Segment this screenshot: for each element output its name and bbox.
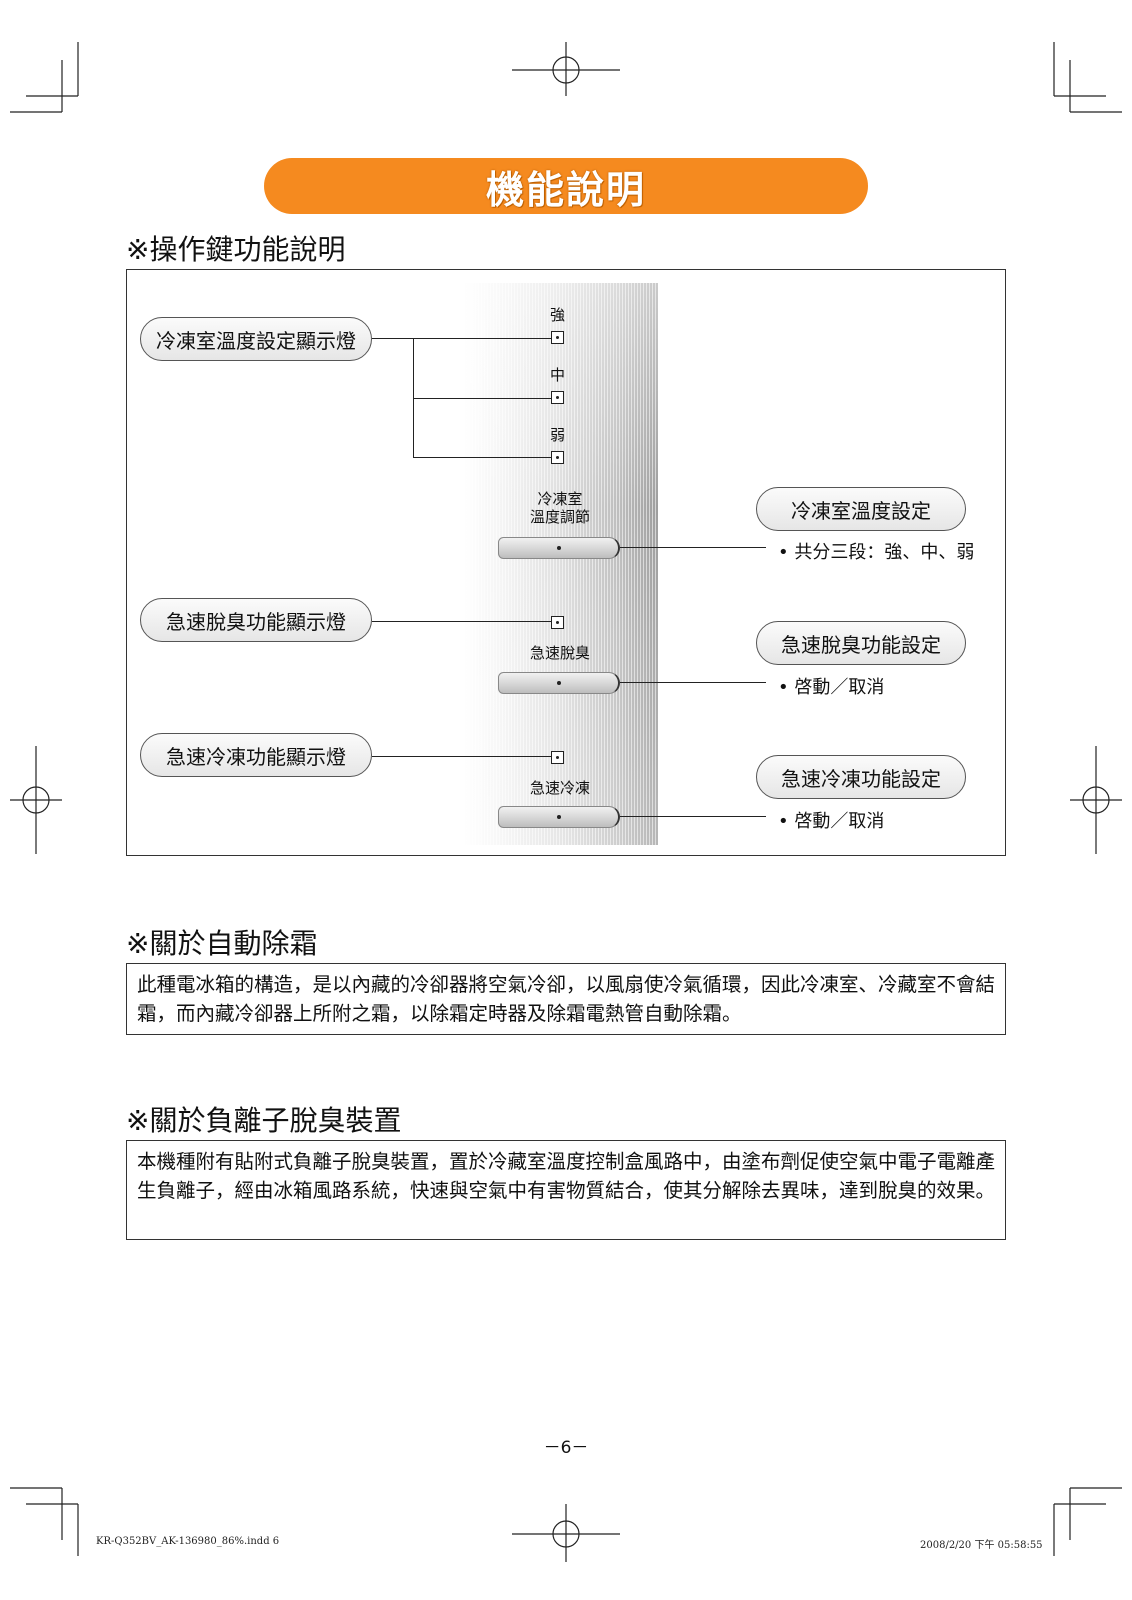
deodor-led <box>551 616 564 629</box>
control-strip <box>464 283 658 845</box>
leader-line-deodor <box>372 621 551 622</box>
leader-line-quickfreeze <box>372 756 551 757</box>
level-weak-label: 弱 <box>550 426 566 444</box>
quickfreeze-indicator-label: 急速冷凍功能顯示燈 <box>140 733 372 777</box>
leader-line-deodor-key <box>620 682 766 683</box>
quickfreeze-setting-bullet: • 啓動／取消 <box>778 811 885 832</box>
deodor-indicator-label: 急速脫臭功能顯示燈 <box>140 598 372 642</box>
deodor-setting-label: 急速脫臭功能設定 <box>756 621 966 665</box>
leader-line-freezer-key <box>620 547 766 548</box>
title-banner: 機能說明 <box>264 158 868 214</box>
freezer-control-label-2: 溫度調節 <box>529 508 590 526</box>
level-medium-led <box>551 391 564 404</box>
footer-timestamp: 2008/2/20 下午 05:58:55 <box>920 1540 1043 1551</box>
leader-line-weak <box>413 457 551 458</box>
deodor-control-label: 急速脫臭 <box>529 644 590 662</box>
quickfreeze-control-label: 急速冷凍 <box>529 779 590 797</box>
freezer-temp-setting-label: 冷凍室溫度設定 <box>756 487 966 531</box>
freezer-temp-indicator-label: 冷凍室溫度設定顯示燈 <box>140 317 372 361</box>
freezer-temp-key[interactable] <box>498 537 620 559</box>
level-weak-led <box>551 451 564 464</box>
footer-file-info: KR-Q352BV_AK-136980_86%.indd 6 <box>96 1536 280 1547</box>
deodor-setting-bullet: • 啓動／取消 <box>778 677 885 698</box>
deodor-key[interactable] <box>498 672 620 694</box>
freezer-control-label-1: 冷凍室 <box>537 490 583 508</box>
page-title: 機能說明 <box>485 167 646 212</box>
quickfreeze-led <box>551 751 564 764</box>
controls-heading: ※操作鍵功能說明 <box>126 233 346 266</box>
leader-line-quickfreeze-key <box>620 816 766 817</box>
page-number: －6－ <box>543 1438 589 1458</box>
leader-line-strong <box>372 338 551 339</box>
level-strong-label: 強 <box>550 306 566 324</box>
ion-heading: ※關於負離子脫臭裝置 <box>126 1104 402 1137</box>
level-medium-label: 中 <box>550 366 566 384</box>
defrost-heading: ※關於自動除霜 <box>126 927 318 960</box>
defrost-text: 此種電冰箱的構造，是以內藏的冷卻器將空氣冷卻，以風扇使冷氣循環，因此冷凍室、冷藏… <box>126 963 1006 1035</box>
quickfreeze-key[interactable] <box>498 806 620 828</box>
freezer-setting-bullet: • 共分三段：強、中、弱 <box>778 542 975 563</box>
leader-line-medium <box>413 398 551 399</box>
quickfreeze-setting-label: 急速冷凍功能設定 <box>756 755 966 799</box>
ion-text: 本機種附有貼附式負離子脫臭裝置，置於冷藏室溫度控制盒風路中，由塗布劑促使空氣中電… <box>126 1140 1006 1240</box>
level-strong-led <box>551 331 564 344</box>
